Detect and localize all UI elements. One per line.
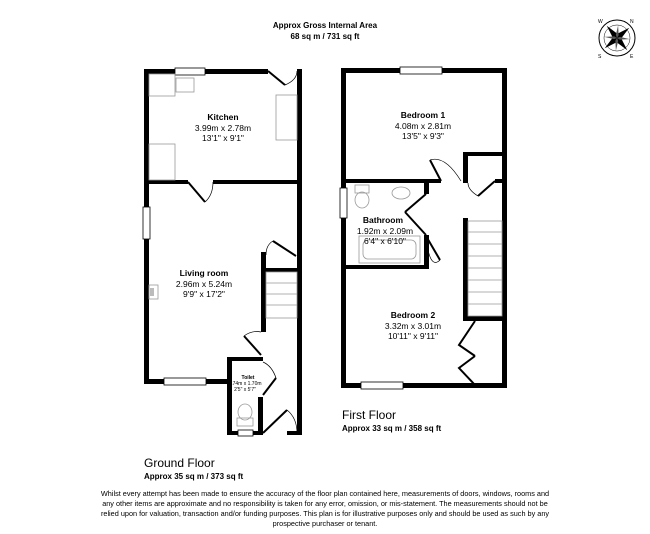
svg-text:W: W xyxy=(598,19,603,25)
bathroom-imperial: 6'4" x 6'10" xyxy=(364,236,406,246)
bedroom-2-name: Bedroom 2 xyxy=(391,310,436,320)
header-area: 68 sq m / 731 sq ft xyxy=(291,32,360,41)
bathroom-metric: 1.92m x 2.09m xyxy=(357,226,413,236)
bathroom-name: Bathroom xyxy=(363,215,404,225)
header-title: Approx Gross Internal Area xyxy=(273,21,378,30)
first-floor-area: Approx 33 sq m / 358 sq ft xyxy=(342,424,441,433)
svg-text:S: S xyxy=(598,54,602,60)
toilet-metric: 0.74m x 1.70m xyxy=(228,381,261,387)
bedroom-1-name: Bedroom 1 xyxy=(401,110,446,120)
living-room-name: Living room xyxy=(180,268,229,278)
toilet-imperial: 2'5" x 5'7" xyxy=(234,387,256,393)
svg-text:E: E xyxy=(630,54,634,60)
living-room-metric: 2.96m x 5.24m xyxy=(176,279,232,289)
toilet-name: Toilet xyxy=(242,375,255,381)
kitchen-metric: 3.99m x 2.78m xyxy=(195,123,251,133)
kitchen-name: Kitchen xyxy=(207,112,238,122)
first-floor-plan: Bedroom 1 4.08m x 2.81m 13'5" x 9'3" Bat… xyxy=(339,66,507,390)
bedroom-2-imperial: 10'11" x 9'11" xyxy=(388,331,438,341)
bedroom-1-metric: 4.08m x 2.81m xyxy=(395,121,451,131)
ground-floor-area: Approx 35 sq m / 373 sq ft xyxy=(144,472,243,481)
kitchen-imperial: 13'1" x 9'1" xyxy=(202,133,244,143)
disclaimer: Whilst every attempt has been made to en… xyxy=(100,489,550,528)
compass-rose-icon: N E S W xyxy=(598,19,636,60)
ground-floor-plan: Kitchen 3.99m x 2.78m 13'1" x 9'1" Livin… xyxy=(142,67,302,437)
svg-text:N: N xyxy=(630,19,634,25)
bedroom-1-imperial: 13'5" x 9'3" xyxy=(402,131,444,141)
bedroom-2-metric: 3.32m x 3.01m xyxy=(385,321,441,331)
living-room-imperial: 9'9" x 17'2" xyxy=(183,289,225,299)
first-floor-title: First Floor xyxy=(342,408,396,422)
ground-floor-title: Ground Floor xyxy=(144,456,215,470)
